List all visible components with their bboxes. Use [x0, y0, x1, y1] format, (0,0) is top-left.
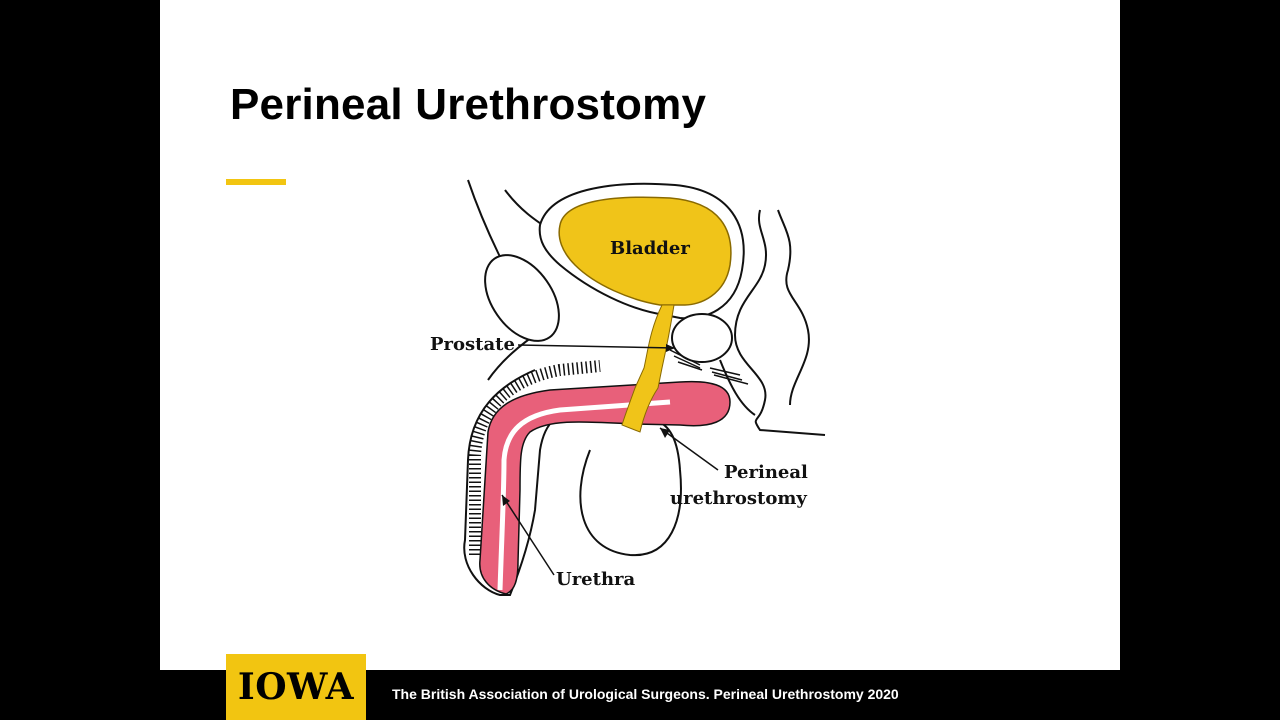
- rectum-inner: [777, 209, 810, 406]
- pointer-urethra-head: [502, 495, 510, 506]
- iowa-logo: IOWA: [226, 654, 366, 720]
- footer-citation: The British Association of Urological Su…: [392, 686, 899, 702]
- anatomy-diagram: Bladder Prostate Perineal urethrostomy U…: [430, 179, 826, 596]
- label-perineal-line1: Perineal: [724, 462, 808, 483]
- label-perineal-line2: urethrostomy: [670, 488, 807, 509]
- pointer-prostate: [517, 344, 676, 349]
- pointer-urethra: [501, 494, 555, 576]
- penile-urethra: [497, 399, 671, 591]
- corpus-spongiosum: [479, 380, 731, 595]
- pelvic-floor-line: [719, 359, 756, 416]
- pointer-perineal-head: [660, 428, 670, 438]
- prostate-fibres: [669, 349, 749, 385]
- label-prostate: Prostate: [430, 334, 515, 355]
- rectum-outline: [733, 209, 826, 436]
- pubic-bone: [484, 254, 560, 342]
- scrotum-outline: [579, 419, 682, 557]
- slide: Perineal Urethrostomy: [160, 0, 1120, 670]
- corpus-cavernosum: [469, 360, 601, 555]
- slide-title: Perineal Urethrostomy: [230, 80, 707, 129]
- bladder-shape: [558, 196, 732, 306]
- pointer-prostate-head: [666, 344, 675, 352]
- footer-bar: [0, 670, 1280, 720]
- iowa-logo-text: IOWA: [237, 666, 355, 708]
- label-bladder: Bladder: [610, 238, 690, 259]
- label-urethra: Urethra: [556, 569, 636, 590]
- pointer-perineal: [659, 427, 719, 471]
- prostate-shape: [671, 313, 733, 363]
- title-accent-bar: [226, 179, 286, 185]
